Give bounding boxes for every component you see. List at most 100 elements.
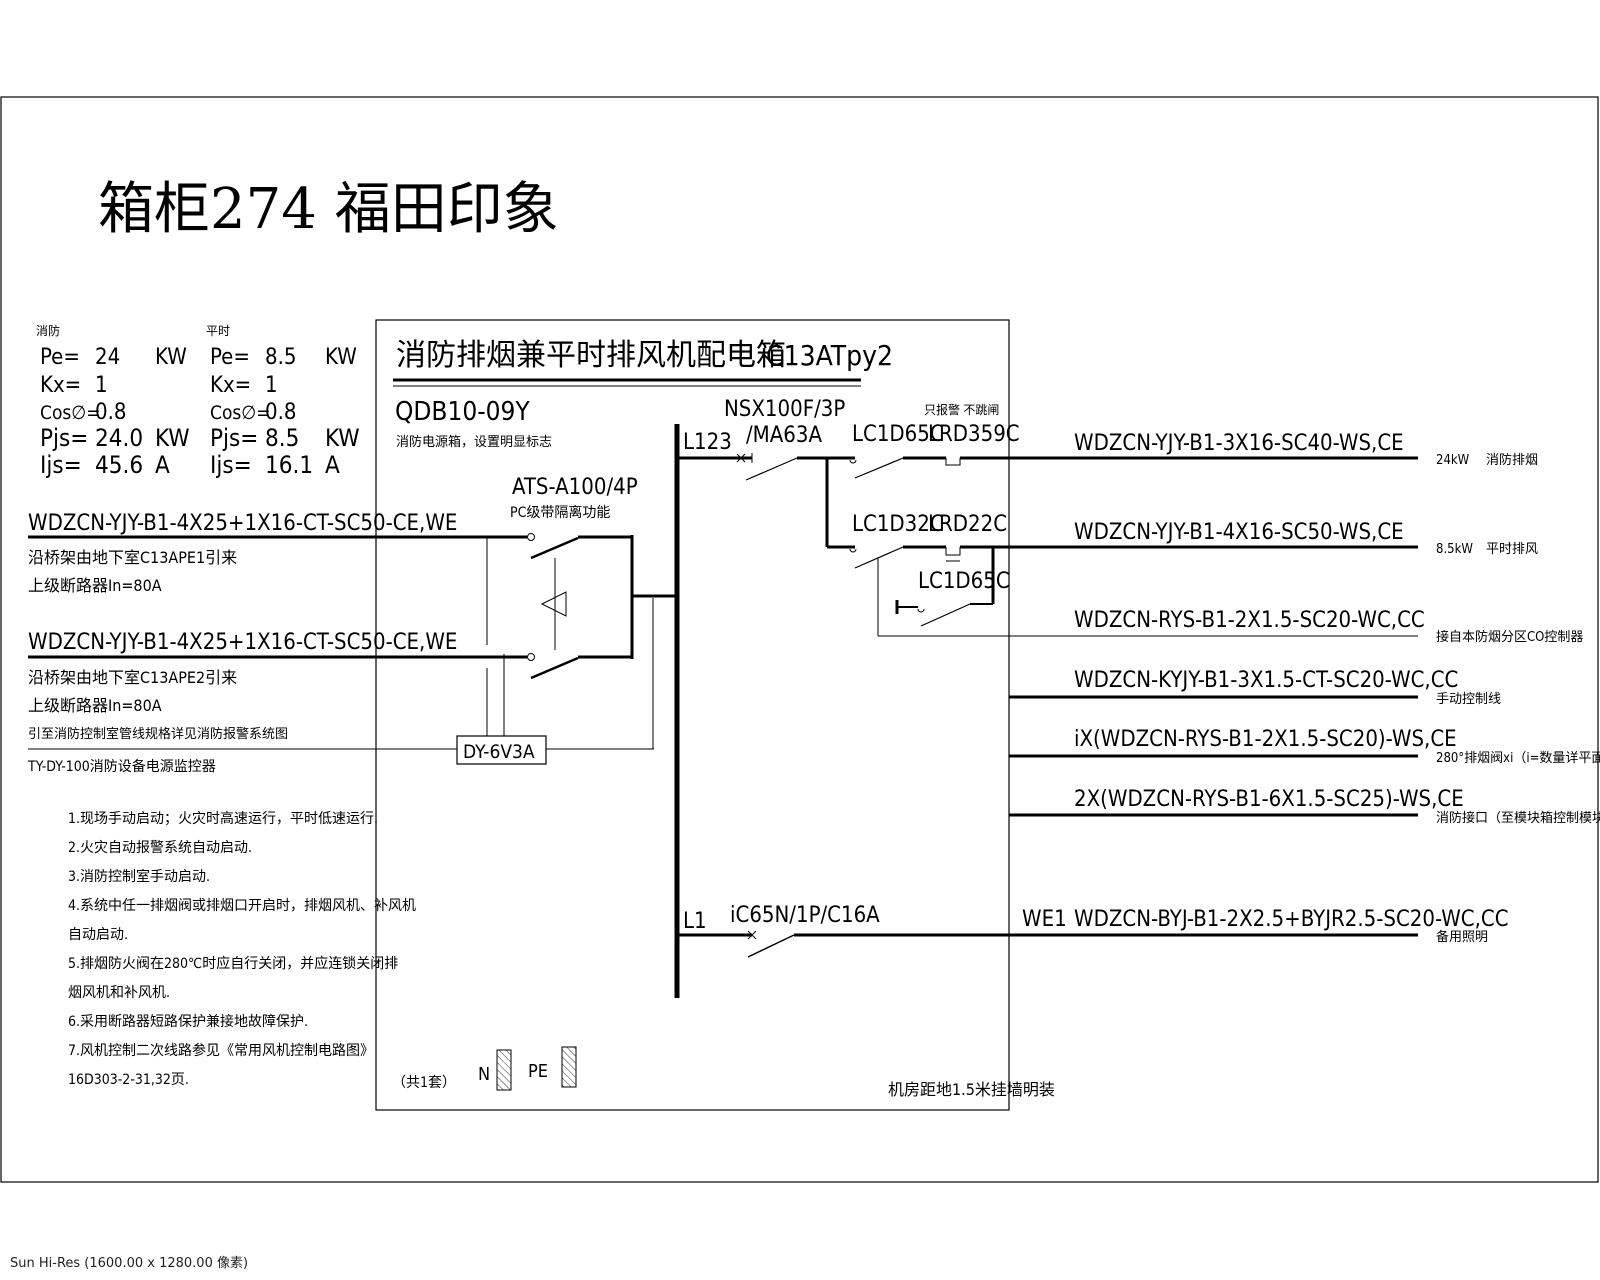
main-breaker-symbol (677, 453, 846, 547)
note-item: 1.现场手动启动；火灾时高速运行，平时低速运行. (68, 810, 378, 827)
contactor-1-label: LC1D65C (852, 422, 944, 447)
pe-bar-symbol (561, 1046, 577, 1088)
notes: 1.现场手动启动；火灾时高速运行，平时低速运行. 2.火灾自动报警系统自动启动.… (68, 810, 416, 1088)
kx-value: 1 (265, 373, 278, 398)
panel-mounting: 机房距地1.5米挂墙明装 (888, 1080, 1055, 1099)
cos-value: 0.8 (265, 400, 296, 425)
note-item: 5.排烟防火阀在280℃时应自行关闭，并应连锁关闭排 (68, 955, 398, 972)
outgoing-4-desc: 手动控制线 (1436, 692, 1501, 707)
ats-contact-2 (527, 653, 535, 661)
incoming-1-upstream: 上级断路器In=80A (28, 576, 162, 595)
outgoing-1-desc: 消防排烟 (1486, 452, 1538, 468)
outgoing-1-power: 24kW (1436, 453, 1470, 468)
ijs-value: 45.6 (95, 451, 143, 479)
panel-note: 消防电源箱，设置明显标志 (396, 434, 552, 450)
drawing-border (0, 96, 1599, 1183)
note-item: 自动启动. (68, 927, 128, 943)
outgoing-2-desc: 平时排风 (1486, 542, 1538, 557)
load-calc-normal-label: 平时 (206, 324, 230, 338)
note-item: 7.风机控制二次线路参见《常用风机控制电路图》 (68, 1042, 374, 1059)
pe-bar-label: PE (528, 1061, 548, 1082)
panel-name: 消防排烟兼平时排风机配电箱 (396, 338, 786, 373)
kx-label: Kx= (210, 373, 251, 398)
relay-1-label: LRD359C (928, 422, 1020, 447)
incoming-1-cable: WDZCN-YJY-B1-4X25+1X16-CT-SC50-CE,WE (28, 511, 457, 536)
pjs-unit: KW (325, 424, 360, 452)
contactor-3-label: LC1D65C (918, 569, 1010, 594)
kx-label: Kx= (40, 373, 81, 398)
main-breaker-rating: /MA63A (746, 423, 822, 448)
pjs-value: 8.5 (265, 424, 299, 452)
panel-enclosure (375, 319, 1010, 1111)
outgoing-4-cable: WDZCN-KYJY-B1-3X1.5-CT-SC20-WC,CC (1074, 668, 1458, 693)
note-item: 2.火灾自动报警系统自动启动. (68, 839, 252, 856)
incoming-2-upstream: 上级断路器In=80A (28, 696, 162, 715)
ats-switch (486, 535, 677, 749)
pe-label: Pe= (40, 345, 80, 370)
relay-1-note: 只报警 不跳闸 (924, 402, 999, 417)
cos-label: Cos∅= (40, 402, 101, 424)
outgoing-6-cable: 2X(WDZCN-RYS-B1-6X1.5-SC25)-WS,CE (1074, 787, 1464, 812)
monitor-module-label: DY-6V3A (463, 741, 535, 763)
outgoing-5-desc: 280°排烟阀xi（i=数量详平面图） (1436, 751, 1600, 766)
lighting-breaker-symbol (677, 930, 1418, 958)
bus-l123-label: L123 (683, 430, 732, 455)
ijs-value: 16.1 (265, 451, 313, 479)
pjs-label: Pjs= (210, 424, 258, 452)
pjs-unit: KW (155, 424, 190, 452)
ijs-unit: A (155, 451, 170, 479)
outgoing-2-power: 8.5kW (1436, 542, 1473, 557)
note-item: 3.消防控制室手动启动. (68, 868, 210, 885)
n-bar-label: N (478, 1064, 490, 1085)
drawing-title: 箱柜274 福田印象 (98, 177, 559, 242)
outgoing-7-cable: WDZCN-BYJ-B1-2X2.5+BYJR2.5-SC20-WC,CC (1074, 907, 1509, 932)
note-item: 4.系统中任一排烟阀或排烟口开启时，排烟风机、补风机 (68, 898, 416, 914)
ats-model: ATS-A100/4P (512, 475, 638, 500)
bus-l1-label: L1 (683, 909, 707, 934)
incoming-1-source: 沿桥架由地下室C13APE1引来 (28, 548, 237, 567)
pjs-label: Pjs= (40, 424, 88, 452)
pe-unit: KW (325, 345, 357, 370)
outgoing-2-cable: WDZCN-YJY-B1-4X16-SC50-WS,CE (1074, 520, 1404, 545)
pjs-value: 24.0 (95, 424, 143, 452)
ats-contact-1 (527, 533, 535, 541)
pe-value: 24 (95, 345, 120, 370)
image-info-footer: Sun Hi-Res (1600.00 x 1280.00 像素) (10, 1256, 249, 1271)
pe-label: Pe= (210, 345, 250, 370)
monitor-note: TY-DY-100消防设备电源监控器 (27, 758, 216, 775)
load-calc-normal: 平时 Pe= 8.5 KW Kx= 1 Cos∅= 0.8 Pjs= 8.5 K… (206, 324, 360, 479)
circuit-we1: WE1 (1022, 907, 1067, 932)
n-bar-symbol (496, 1049, 512, 1091)
panel-code: C13ATpy2 (766, 339, 893, 372)
pe-unit: KW (155, 345, 187, 370)
incoming-2-cable: WDZCN-YJY-B1-4X25+1X16-CT-SC50-CE,WE (28, 630, 457, 655)
contactor-3-symbol (895, 547, 995, 627)
lighting-breaker-label: iC65N/1P/C16A (730, 903, 880, 928)
outgoing-7-desc: 备用照明 (1436, 929, 1488, 945)
monitor-module-box (456, 735, 547, 765)
note-item: 6.采用断路器短路保护兼接地故障保护. (68, 1013, 308, 1030)
note-item: 16D303-2-31,32页. (68, 1072, 189, 1088)
cos-value: 0.8 (95, 400, 126, 425)
kx-value: 1 (95, 373, 108, 398)
outgoing-1-cable: WDZCN-YJY-B1-3X16-SC40-WS,CE (1074, 431, 1404, 456)
outgoing-3-cable: WDZCN-RYS-B1-2X1.5-SC20-WC,CC (1074, 608, 1425, 633)
load-calc-fire-label: 消防 (36, 323, 60, 338)
load-calc-fire: 消防 Pe= 24 KW Kx= 1 Cos∅= 0.8 Pjs= 24.0 K… (36, 323, 190, 479)
note-item: 烟风机和补风机. (68, 985, 170, 1001)
main-breaker-model: NSX100F/3P (724, 397, 845, 422)
panel-quantity: （共1套） (392, 1075, 456, 1091)
outgoing-5-cable: iX(WDZCN-RYS-B1-2X1.5-SC20)-WS,CE (1074, 727, 1457, 752)
fire-control-note: 引至消防控制室管线规格详见消防报警系统图 (28, 726, 288, 742)
incoming-2-source: 沿桥架由地下室C13APE2引来 (28, 668, 237, 687)
ijs-label: Ijs= (40, 451, 82, 479)
relay-2-label: LRD22C (928, 512, 1007, 537)
pe-value: 8.5 (265, 345, 296, 370)
outgoing-6-desc: 消防接口（至模块箱控制模块） (1436, 810, 1600, 826)
ijs-unit: A (325, 451, 340, 479)
cos-label: Cos∅= (210, 402, 271, 424)
panel-model: QDB10-09Y (395, 397, 530, 427)
outgoing-3-desc: 接自本防烟分区CO控制器 (1436, 629, 1583, 645)
contactor-2-symbol (827, 545, 1418, 637)
